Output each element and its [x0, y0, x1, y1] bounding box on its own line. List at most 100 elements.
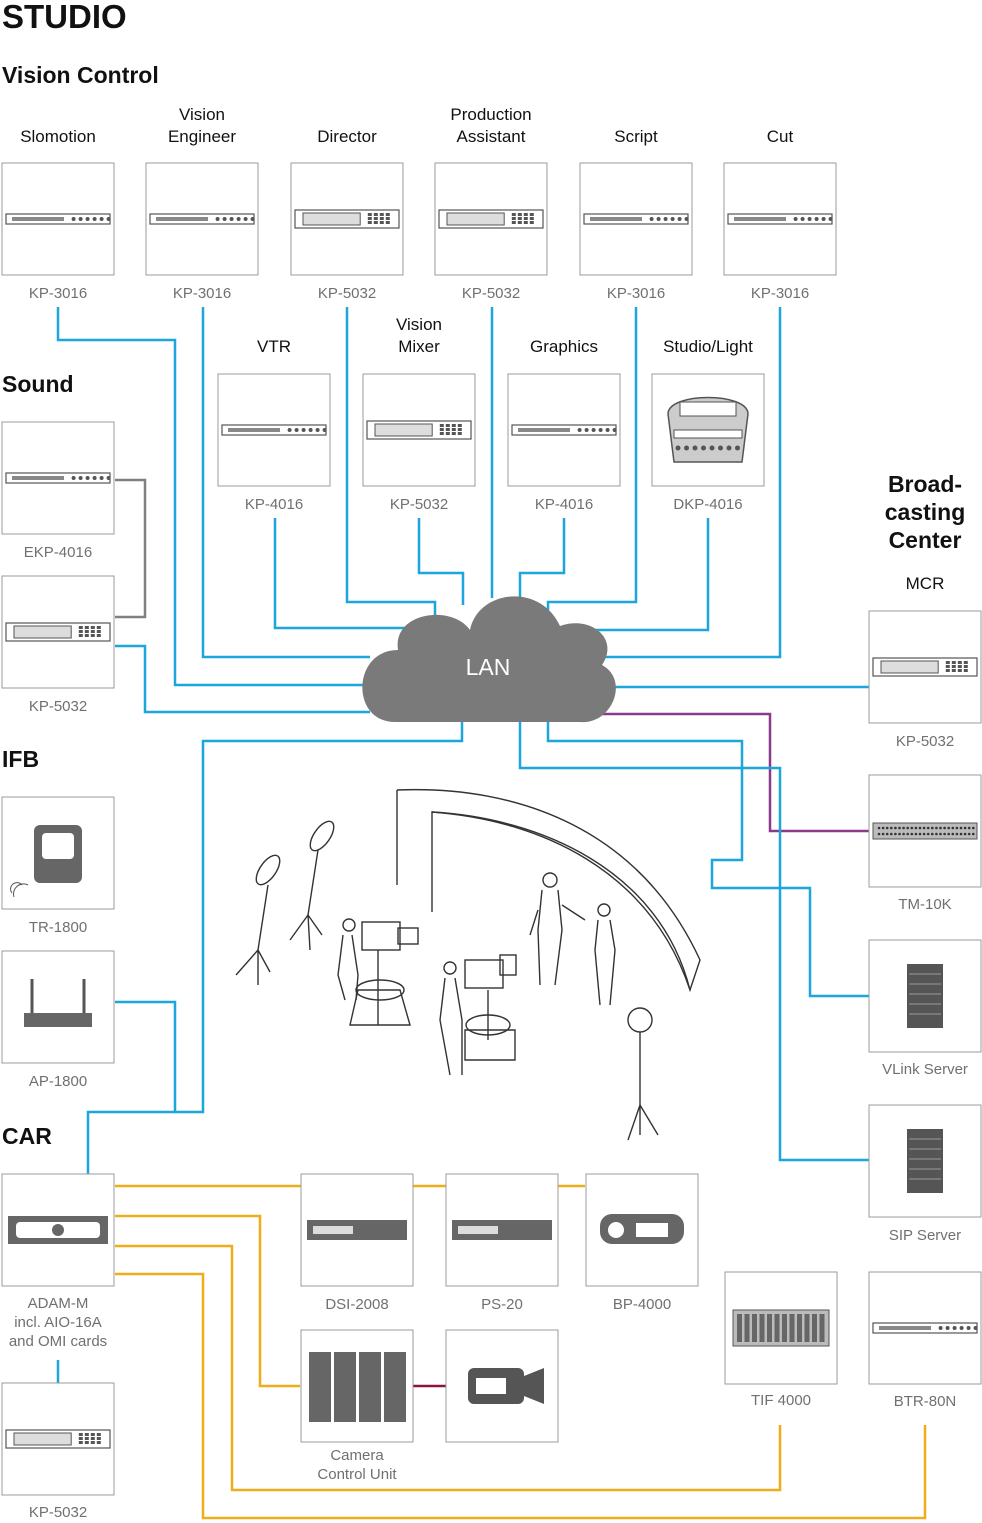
kp16-device-graphic	[583, 213, 689, 225]
car-kp-model: KP-5032	[28, 1504, 88, 1521]
page-title: STUDIO	[2, 0, 127, 35]
link-vtr-lan	[273, 518, 410, 630]
section-ifb: IFB	[2, 746, 40, 772]
broadcasting-line-2: casting	[884, 499, 966, 525]
link-lan-vlink	[546, 722, 870, 998]
presenter-1	[529, 872, 586, 986]
car-adam-model-line-2: incl. AIO-16A	[14, 1314, 102, 1331]
studio-illustration	[235, 788, 701, 1141]
kp16-device-graphic	[727, 213, 833, 225]
broadcast-model-3: SIP Server	[888, 1227, 962, 1244]
section-sound: Sound	[2, 371, 74, 397]
link-lan-car	[86, 722, 464, 1175]
lan-cloud: LAN	[362, 596, 616, 723]
control-model-3: DKP-4016	[673, 496, 743, 513]
ccu-device-graphic	[309, 1352, 406, 1422]
vision-role-5-line-1: Cut	[766, 127, 794, 146]
car-ccu-model-line-1: Camera	[330, 1447, 384, 1464]
vision-model-4: KP-3016	[606, 285, 666, 302]
camera-operator-2	[439, 954, 517, 1076]
control-model-0: KP-4016	[244, 496, 304, 513]
broadcast-model-0: KP-5032	[895, 733, 955, 750]
broadcast-model-1: TM-10K	[898, 896, 952, 913]
sound-model-0: EKP-4016	[23, 544, 93, 561]
car-adam-model-line-3: and OMI cards	[8, 1333, 108, 1350]
link-lan-sip	[518, 722, 870, 1162]
link-vision-engineer-lan	[201, 307, 370, 659]
link-script-lan	[546, 307, 638, 615]
link-ap-lan	[115, 1000, 177, 1112]
ifb-model-1: AP-1800	[28, 1073, 88, 1090]
link-adam-tif	[115, 1244, 782, 1492]
vision-model-3: KP-5032	[461, 285, 521, 302]
lan-cloud-shape	[362, 596, 616, 723]
car-ccu-model-line-2: Control Unit	[317, 1466, 397, 1483]
vision-role-3-line-2: Assistant	[456, 127, 526, 146]
tr-device-graphic	[10, 825, 82, 898]
kp32-device-graphic	[294, 209, 400, 229]
server-device-graphic	[907, 964, 943, 1028]
vision-role-2-line-1: Director	[317, 127, 377, 146]
tm-device-graphic	[872, 822, 978, 840]
control-role-0-line-1: VTR	[257, 337, 291, 356]
kp32-device-graphic	[438, 209, 544, 229]
link-studio-light-lan	[575, 518, 710, 632]
kp16-device-graphic	[149, 213, 255, 225]
section-broadcasting-center: Broad- casting Center	[865, 470, 982, 554]
backdrop-curve	[396, 788, 701, 993]
link-director-lan	[345, 307, 437, 618]
vision-role-1-line-1: Vision	[179, 105, 225, 124]
control-role-2-line-1: Graphics	[529, 337, 599, 356]
ap-device-graphic	[24, 979, 92, 1027]
studio-light-3	[627, 1007, 659, 1141]
sound-model-1: KP-5032	[28, 698, 88, 715]
kp16-device-graphic	[221, 424, 327, 436]
vision-model-1: KP-3016	[172, 285, 232, 302]
kp16-device-graphic	[5, 472, 111, 484]
car-bp-model: BP-4000	[612, 1296, 672, 1313]
connection-lines	[56, 307, 927, 1520]
vision-role-0-line-1: Slomotion	[20, 127, 96, 146]
kp16-device-graphic	[5, 213, 111, 225]
section-vision-control: Vision Control	[2, 62, 159, 88]
car-dsi-model: DSI-2008	[325, 1296, 389, 1313]
ps-device-graphic	[452, 1220, 552, 1240]
link-slomotion-lan	[56, 307, 370, 687]
vision-role-1-line-2: Engineer	[167, 127, 237, 146]
control-role-3-line-1: Studio/Light	[663, 337, 753, 356]
kp32-device-graphic	[872, 657, 978, 677]
control-role-1-line-2: Mixer	[398, 337, 440, 356]
link-lan-tm10k	[600, 712, 870, 833]
broadcasting-line-1: Broad-	[887, 471, 963, 497]
link-ekp-kp	[115, 478, 147, 619]
adam-device-graphic	[8, 1216, 108, 1244]
broadcast-model-2: VLink Server	[882, 1061, 968, 1078]
lan-label: LAN	[466, 654, 511, 680]
control-model-1: KP-5032	[389, 496, 449, 513]
kp32-device-graphic	[5, 1429, 111, 1449]
link-vision-mixer-lan	[417, 518, 465, 605]
vision-model-2: KP-5032	[317, 285, 377, 302]
device-boxes	[1, 162, 982, 1496]
ifb-model-0: TR-1800	[28, 919, 88, 936]
bp-device-graphic	[600, 1214, 684, 1244]
tif-device-graphic	[732, 1309, 830, 1347]
control-model-2: KP-4016	[534, 496, 594, 513]
studio-light-1	[235, 820, 335, 985]
server-device-graphic	[907, 1129, 943, 1193]
vision-role-4-line-1: Script	[614, 127, 658, 146]
car-ps-model: PS-20	[481, 1296, 523, 1313]
dkp-device-graphic	[667, 396, 749, 463]
kp32-device-graphic	[5, 622, 111, 642]
broadcasting-line-3: Center	[888, 527, 962, 553]
link-adam-ccu	[115, 1214, 300, 1388]
ifb-device-1	[1, 950, 115, 1064]
car-btr-model: BTR-80N	[893, 1393, 957, 1410]
camera-device-graphic	[468, 1368, 544, 1404]
link-graphics-lan	[518, 518, 566, 598]
control-role-1-line-1: Vision	[396, 315, 442, 334]
dsi-device-graphic	[307, 1220, 407, 1240]
link-cut-lan	[600, 307, 782, 659]
link-sound-kp-lan	[115, 644, 370, 714]
car-tif-model: TIF 4000	[750, 1392, 812, 1409]
